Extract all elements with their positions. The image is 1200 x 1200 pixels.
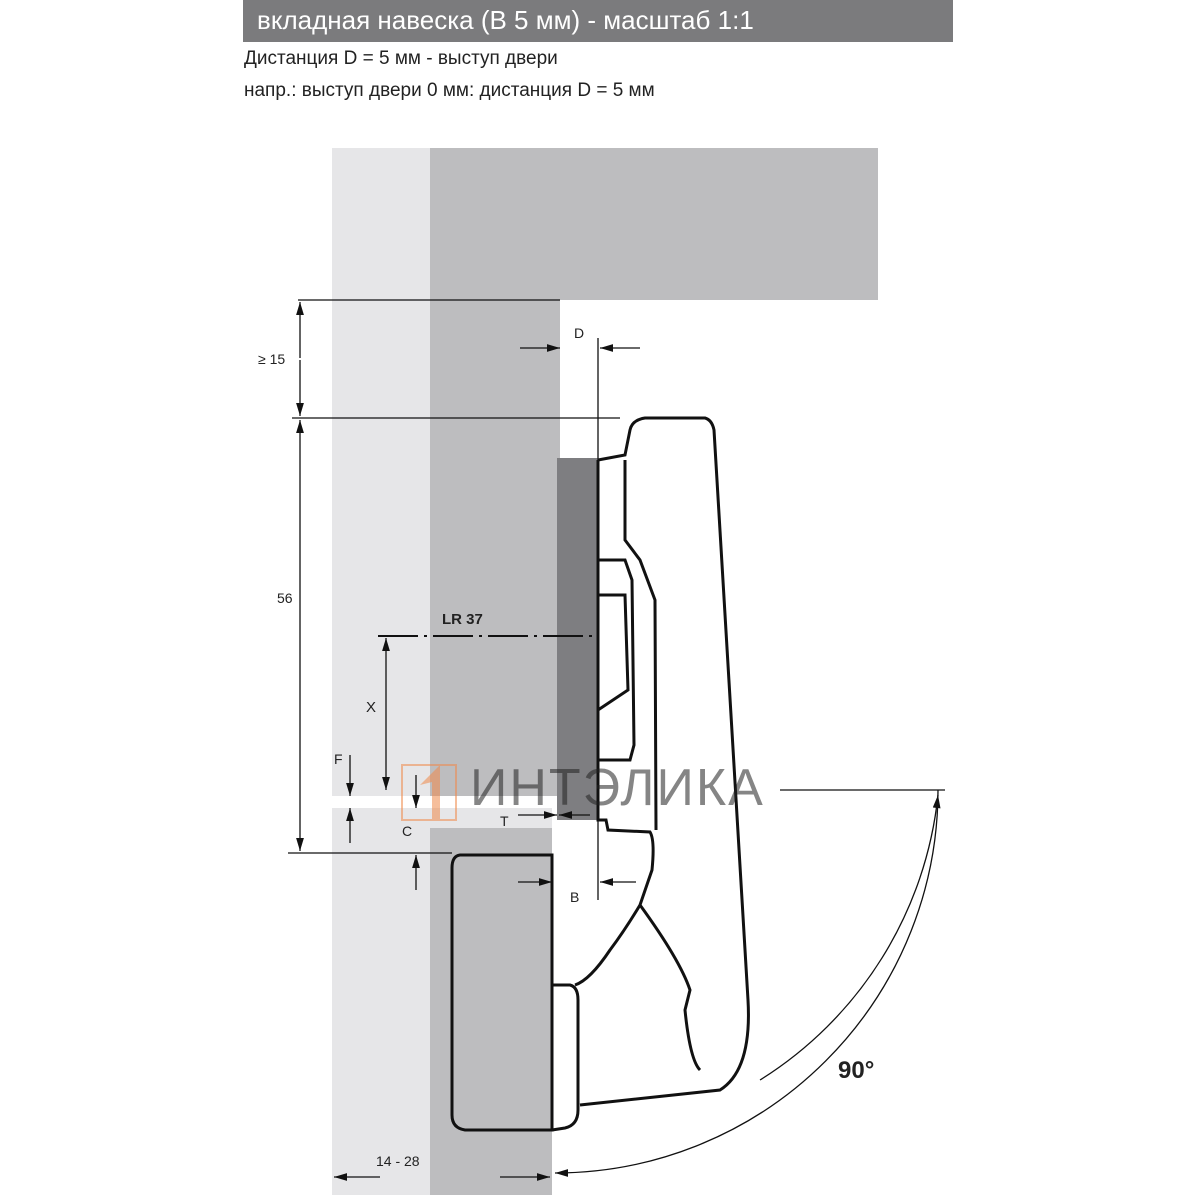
label-f: F xyxy=(334,751,343,767)
label-56: 56 xyxy=(277,590,293,606)
label-min15: ≥ 15 xyxy=(258,351,285,367)
dimension-lines xyxy=(288,299,945,1181)
watermark-text: ИНТЭЛИКА xyxy=(470,759,765,817)
label-angle: 90° xyxy=(838,1057,874,1084)
mounting-plate xyxy=(557,458,598,820)
label-range: 14 - 28 xyxy=(376,1153,420,1169)
label-c: C xyxy=(402,823,412,839)
label-d: D xyxy=(574,325,584,341)
subtitle-line-1: Дистанция D = 5 мм - выступ двери xyxy=(244,48,558,69)
label-t: T xyxy=(500,813,509,829)
label-lr37: LR 37 xyxy=(442,611,483,628)
subtitle-line-2: напр.: выступ двери 0 мм: дистанция D = … xyxy=(244,80,655,101)
header-title: вкладная навеска (В 5 мм) - масштаб 1:1 xyxy=(243,0,953,42)
label-x: X xyxy=(366,699,376,716)
cabinet-panels xyxy=(332,148,878,1195)
hinge-outline xyxy=(450,416,750,1132)
label-b: B xyxy=(570,889,579,905)
watermark-logo: ИНТЭЛИКА xyxy=(401,759,765,821)
